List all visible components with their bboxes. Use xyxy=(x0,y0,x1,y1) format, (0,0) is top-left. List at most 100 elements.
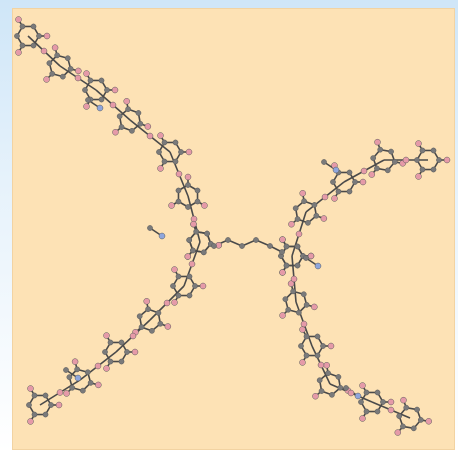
oxygen-atom xyxy=(103,365,110,372)
oxygen-atom xyxy=(347,389,355,397)
carbon-atom xyxy=(305,219,311,226)
carbon-atom xyxy=(321,159,327,165)
oxygen-atom xyxy=(387,406,395,414)
oxygen-atom xyxy=(317,361,325,369)
carbon-atom xyxy=(42,411,49,418)
carbon-atom xyxy=(175,273,182,280)
bond xyxy=(166,285,185,304)
oxygen-atom xyxy=(400,396,407,404)
carbon-atom xyxy=(436,157,442,163)
oxygen-atom xyxy=(323,362,330,369)
carbon-atom xyxy=(118,339,125,346)
carbon-atom xyxy=(430,147,437,154)
carbon-atom xyxy=(301,198,307,205)
carbon-atom xyxy=(410,425,417,432)
carbon-atom xyxy=(384,167,391,174)
carbon-atom xyxy=(396,413,403,419)
carbon-atom xyxy=(178,149,184,155)
carbon-atom xyxy=(66,374,73,381)
carbon-atom xyxy=(283,262,290,269)
carbon-atom xyxy=(161,158,168,165)
oxygen-atom xyxy=(63,390,70,397)
carbon-atom xyxy=(82,87,88,93)
carbon-atom xyxy=(346,188,353,195)
carbon-atom xyxy=(294,262,301,269)
carbon-atom xyxy=(147,225,153,231)
bond xyxy=(343,170,365,183)
oxygen-atom xyxy=(71,358,79,365)
nitrogen-atom xyxy=(314,262,322,270)
oxygen-atom xyxy=(171,299,178,306)
bond xyxy=(27,35,45,52)
carbon-atom xyxy=(172,158,179,165)
bond-layer xyxy=(16,19,447,434)
carbon-atom xyxy=(135,110,142,116)
carbon-atom xyxy=(67,65,74,72)
carbon-atom xyxy=(129,127,135,134)
bond xyxy=(363,159,385,172)
carbon-atom xyxy=(388,148,394,155)
carbon-atom xyxy=(300,291,307,298)
nitrogen-atom xyxy=(332,166,340,174)
carbon-atom xyxy=(303,255,309,261)
oxygen-atom xyxy=(43,76,50,83)
bond xyxy=(187,195,195,220)
carbon-atom xyxy=(136,313,143,320)
oxygen-atom xyxy=(311,303,318,311)
bond xyxy=(320,364,331,385)
carbon-atom xyxy=(175,198,182,205)
carbon-atom xyxy=(48,402,54,408)
bond xyxy=(59,65,79,79)
carbon-atom xyxy=(358,399,364,405)
carbon-atom xyxy=(335,374,342,380)
oxygen-atom xyxy=(56,389,64,396)
carbon-atom xyxy=(172,139,179,146)
carbon-atom xyxy=(363,408,370,415)
carbon-atom xyxy=(19,42,26,49)
oxygen-atom xyxy=(287,280,295,287)
oxygen-atom xyxy=(368,171,376,178)
bond xyxy=(178,173,189,197)
carbon-atom xyxy=(303,352,310,359)
oxygen-atom xyxy=(94,362,102,370)
oxygen-atom xyxy=(312,392,319,400)
oxygen-atom xyxy=(164,323,172,330)
bond xyxy=(95,89,114,106)
oxygen-atom xyxy=(359,382,366,389)
oxygen-atom xyxy=(111,86,119,94)
carbon-atom xyxy=(430,166,437,173)
carbon-atom xyxy=(363,389,370,396)
carbon-atom xyxy=(36,33,42,39)
carbon-atom xyxy=(391,159,398,165)
atom-layer xyxy=(14,16,451,436)
oxygen-atom xyxy=(185,148,193,156)
carbon-atom xyxy=(320,343,326,349)
carbon-atom xyxy=(200,249,207,256)
oxygen-atom xyxy=(190,220,197,228)
carbon-atom xyxy=(118,358,125,365)
oxygen-atom xyxy=(75,67,82,75)
carbon-atom xyxy=(279,249,285,255)
oxygen-atom xyxy=(157,165,164,172)
oxygen-atom xyxy=(299,190,306,197)
carbon-atom xyxy=(54,52,61,59)
carbon-atom xyxy=(84,369,91,376)
oxygen-atom xyxy=(279,269,286,276)
bond xyxy=(112,104,131,121)
nitrogen-atom xyxy=(74,374,82,382)
oxygen-atom xyxy=(27,418,34,425)
oxygen-atom xyxy=(184,253,192,260)
oxygen-atom xyxy=(279,236,286,243)
oxygen-atom xyxy=(146,132,154,140)
carbon-atom xyxy=(294,216,301,222)
carbon-atom xyxy=(239,243,245,249)
carbon-atom xyxy=(192,283,198,289)
carbon-atom xyxy=(74,366,81,373)
carbon-atom xyxy=(186,292,193,299)
carbon-atom xyxy=(193,228,200,235)
oxygen-atom xyxy=(443,156,451,164)
carbon-atom xyxy=(87,379,94,386)
carbon-atom xyxy=(380,399,386,405)
carbon-atom xyxy=(104,87,110,93)
